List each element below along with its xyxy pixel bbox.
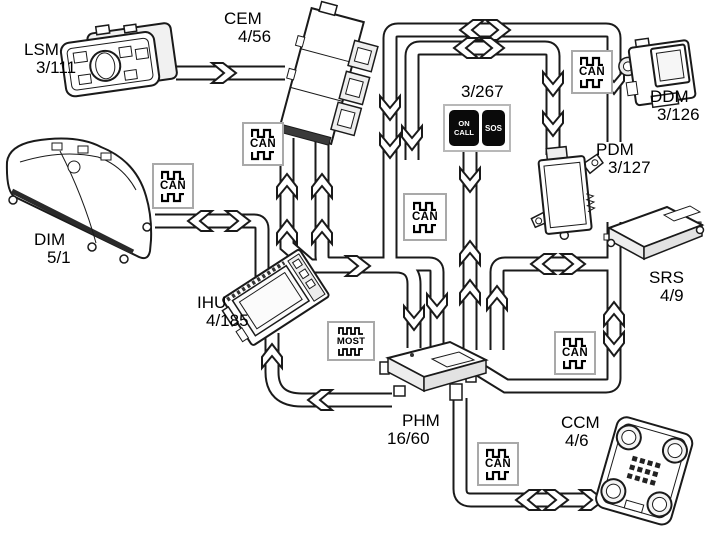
square-wave-icon	[251, 150, 274, 160]
square-wave-icon	[563, 359, 586, 369]
signal-direction-arrows	[186, 19, 625, 511]
sos-button: SOS	[482, 110, 505, 146]
square-wave-icon	[563, 337, 586, 347]
can-bus-badge: CAN	[554, 331, 596, 375]
square-wave-icon	[338, 347, 363, 356]
lsm-light-switch-illustration	[59, 22, 178, 98]
oncall-panel-code-label: 3/267	[461, 82, 504, 101]
square-wave-icon	[161, 170, 184, 180]
square-wave-icon	[413, 223, 436, 233]
can-bus-badge: CAN	[477, 442, 519, 486]
can-bus-badge: CAN	[571, 50, 613, 94]
square-wave-icon	[580, 78, 603, 88]
ddm-module-illustration	[618, 37, 697, 109]
ihu-head-unit-illustration	[221, 249, 330, 346]
pdm-module-illustration	[530, 145, 604, 241]
on-call-button: ON CALL	[449, 110, 479, 146]
square-wave-icon	[161, 192, 184, 202]
can-bus-badge: CAN	[152, 163, 194, 209]
square-wave-icon	[413, 201, 436, 211]
oncall-sos-panel: ON CALL SOS	[443, 104, 511, 152]
can-bus-badge: CAN	[242, 122, 284, 166]
square-wave-icon	[580, 56, 603, 66]
phm-module-illustration	[379, 340, 489, 401]
square-wave-icon	[251, 128, 274, 138]
square-wave-icon	[486, 470, 509, 480]
ccm-climate-panel-illustration	[595, 416, 694, 526]
srs-module-illustration	[603, 205, 705, 261]
dim-instrument-cluster-illustration	[5, 137, 153, 264]
square-wave-icon	[486, 448, 509, 458]
can-bus-badge: CAN	[403, 193, 447, 241]
cem-module-illustration	[277, 0, 379, 146]
most-bus-badge: MOST	[327, 321, 375, 361]
square-wave-icon	[338, 326, 363, 335]
